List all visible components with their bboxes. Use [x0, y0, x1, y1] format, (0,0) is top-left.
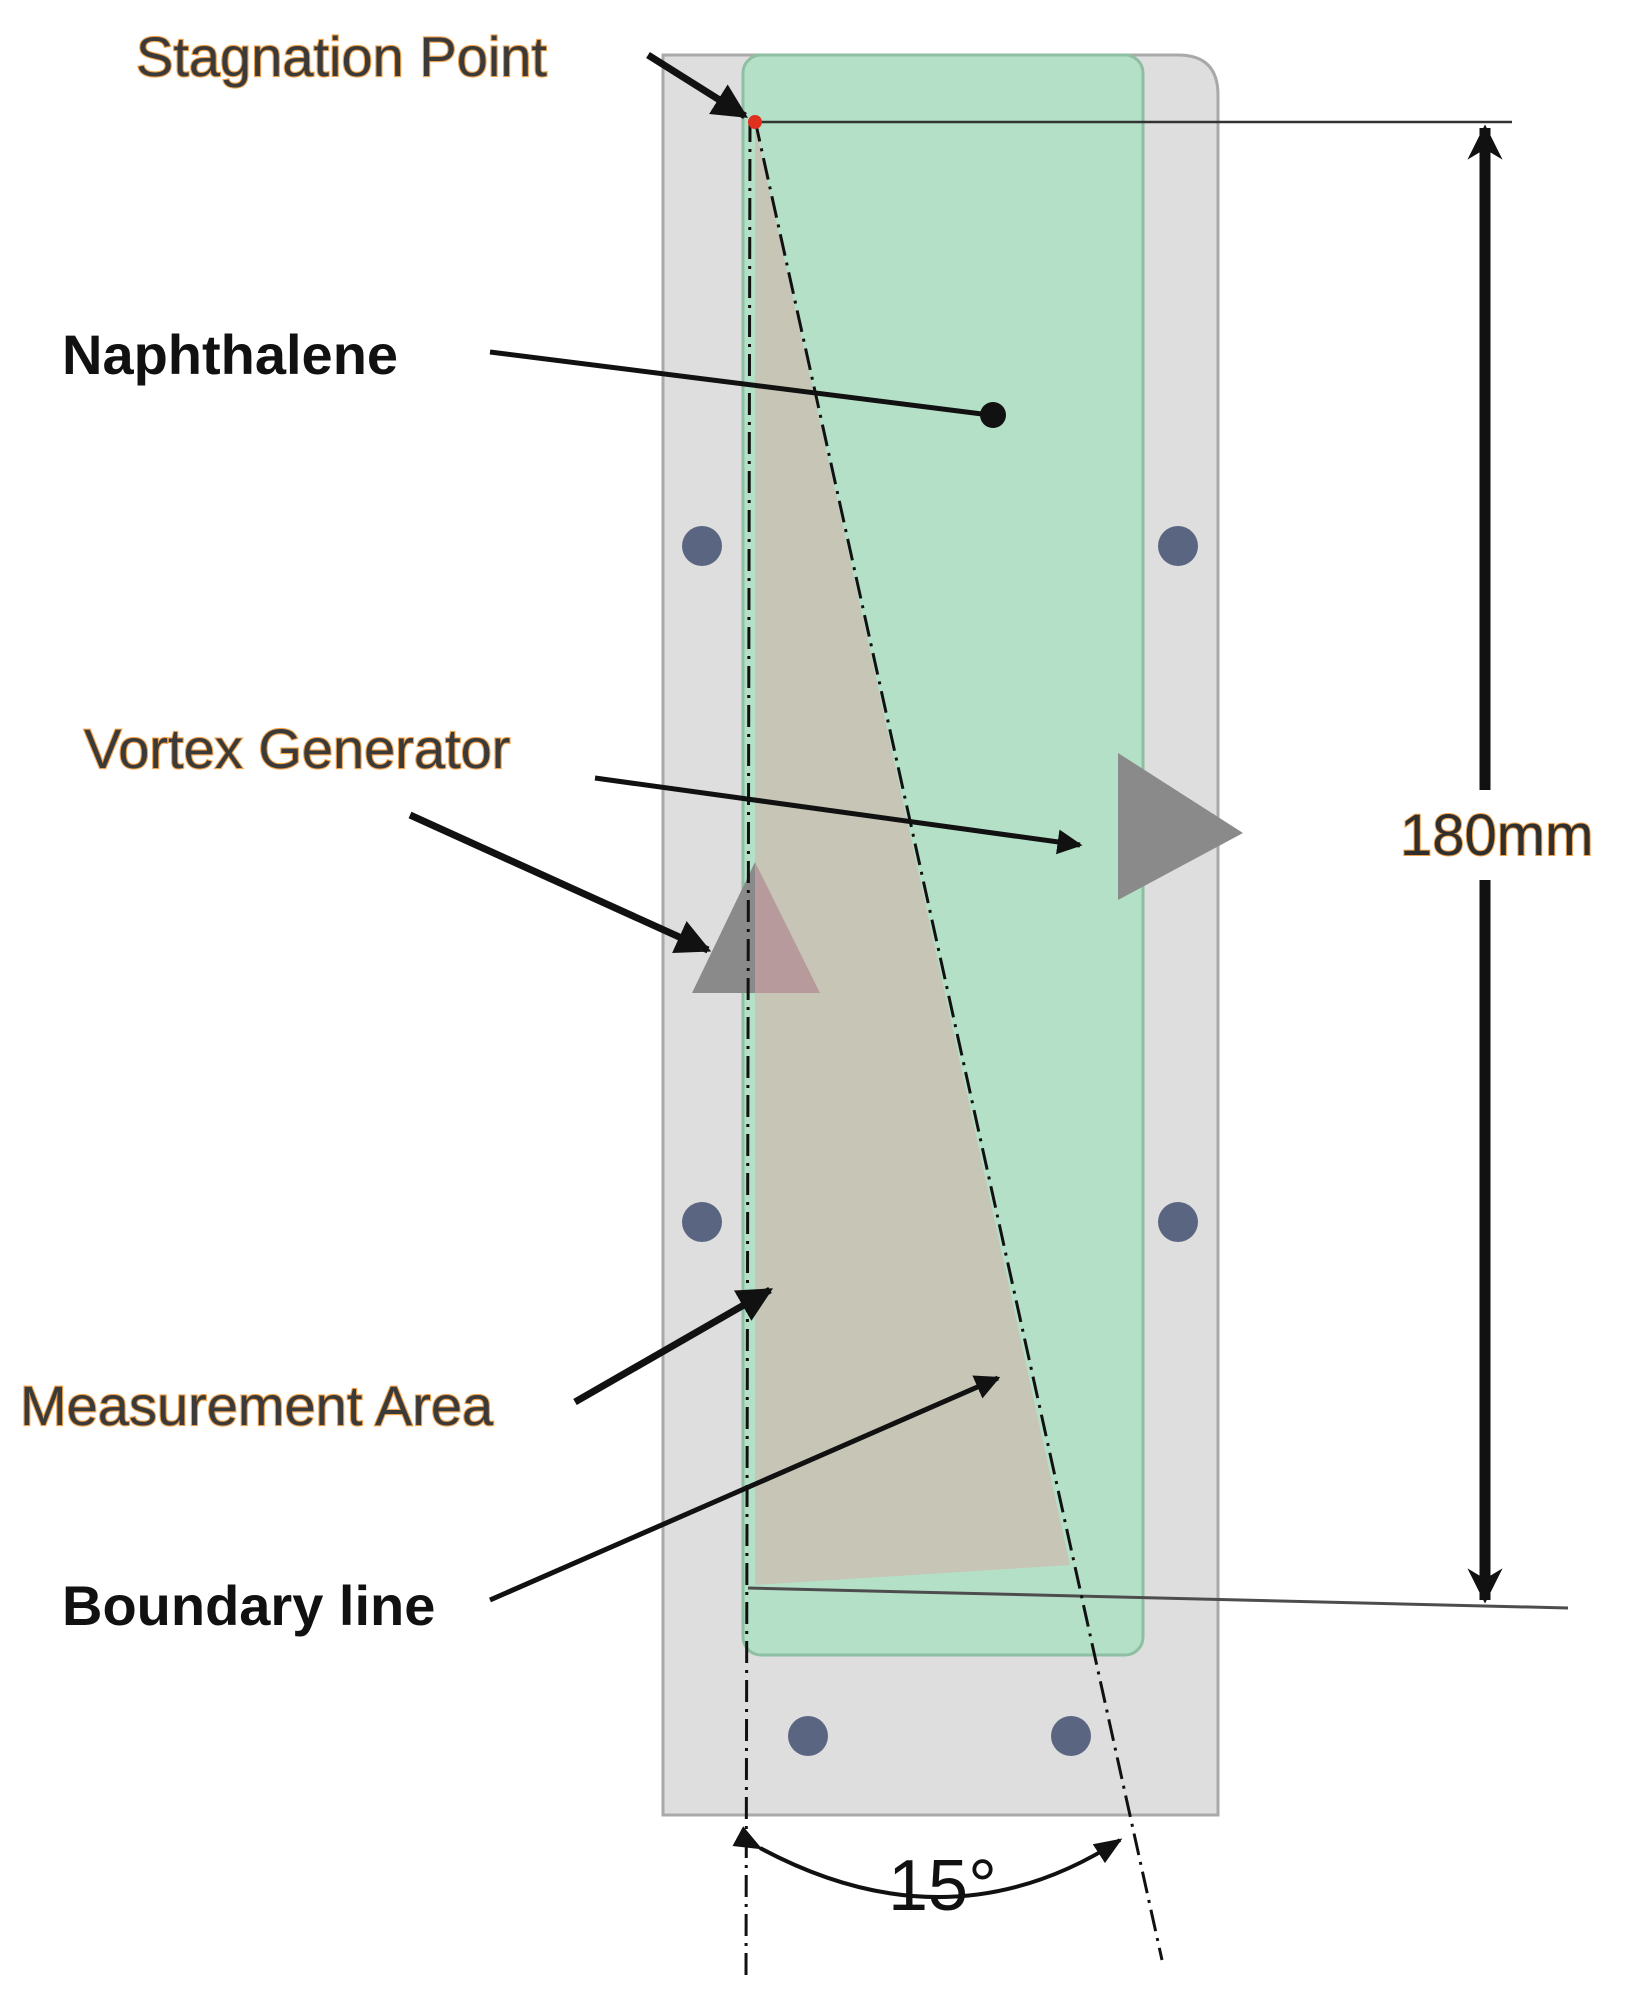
bolt [1158, 526, 1198, 566]
naphthalene-label: Naphthalene [62, 323, 398, 386]
axis-line-vertical [744, 119, 752, 1976]
stagnation-point-label: Stagnation Point [136, 25, 547, 88]
angle-label: 15° [888, 1846, 997, 1926]
measurement-area-leader-upper [573, 1286, 774, 1406]
naphthalene-leader-dot [980, 402, 1006, 428]
vortex-generator-left-leader [408, 811, 712, 954]
dimension-label: 180mm [1400, 803, 1593, 868]
naphthalene-leader [489, 349, 991, 418]
vortex-generator-right-leader [594, 775, 1083, 855]
stagnation-point [748, 115, 762, 129]
angle-arc [732, 1826, 1123, 1899]
vortex-generator-left-overlap [755, 862, 820, 993]
boundary-line [747, 1586, 1569, 1610]
bolt [682, 526, 722, 566]
vortex-generator-right [1118, 753, 1243, 900]
vortex-generator-left [692, 862, 755, 993]
dimension-label-bg [1392, 792, 1622, 874]
boundary-line-label: Boundary line [62, 1574, 435, 1637]
bolt [1051, 1716, 1091, 1756]
axis-line-inclined [753, 119, 1164, 1961]
measurement-area-leader-lower [488, 1375, 1001, 1603]
stagnation-point-leader [646, 52, 748, 119]
bolt [682, 1202, 722, 1242]
bolt [788, 1716, 828, 1756]
vortex-generator-label: Vortex Generator [84, 717, 510, 780]
measurement-area [755, 125, 1070, 1585]
bolt [1158, 1202, 1198, 1242]
measurement-area-label: Measurement Area [20, 1374, 494, 1437]
